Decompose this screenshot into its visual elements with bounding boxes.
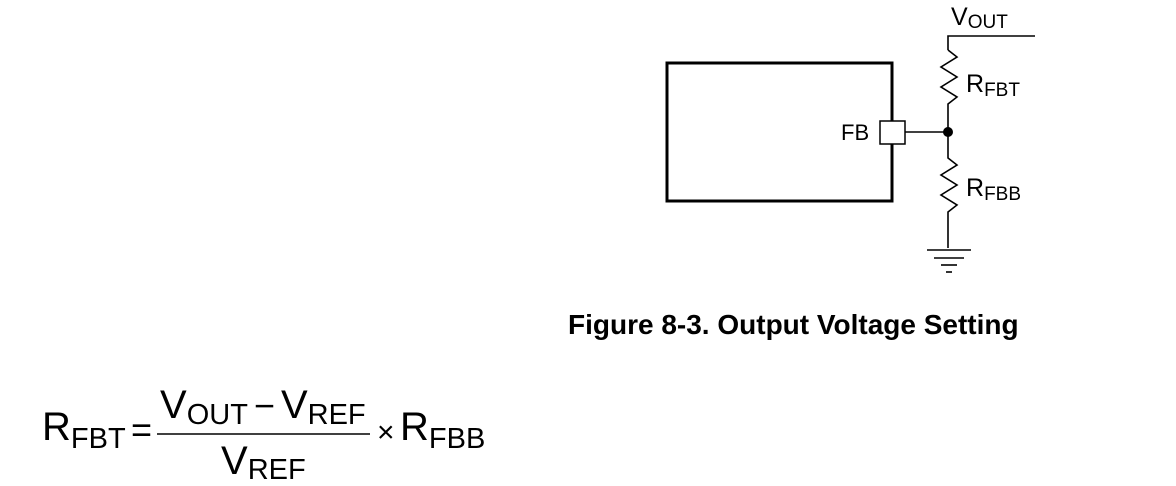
equation-numerator: VOUT−VREF xyxy=(160,383,366,431)
vout-wire xyxy=(947,35,1035,50)
resistor-rfbt xyxy=(939,49,959,132)
equation-lhs: RFBT xyxy=(42,405,126,455)
equation-times: × xyxy=(377,416,395,449)
equation-equals: = xyxy=(131,409,152,450)
equation-denominator: VREF xyxy=(221,439,306,486)
vout-label: VOUT xyxy=(951,3,1008,33)
fb-pin-square xyxy=(879,120,906,145)
rfbb-label: RFBB xyxy=(966,174,1021,205)
equation: RFBT = VOUT−VREF VREF × RFBB xyxy=(42,383,485,486)
rfbt-label: RFBT xyxy=(966,70,1020,101)
schematic: VOUT RFBT RFBB FB xyxy=(665,3,1035,273)
fb-pin-label: FB xyxy=(841,120,869,145)
equation-rhs: RFBB xyxy=(400,405,485,455)
resistor-rfbb xyxy=(939,132,959,248)
figure-caption: Figure 8-3. Output Voltage Setting xyxy=(568,309,1019,340)
ground-icon xyxy=(927,249,971,273)
